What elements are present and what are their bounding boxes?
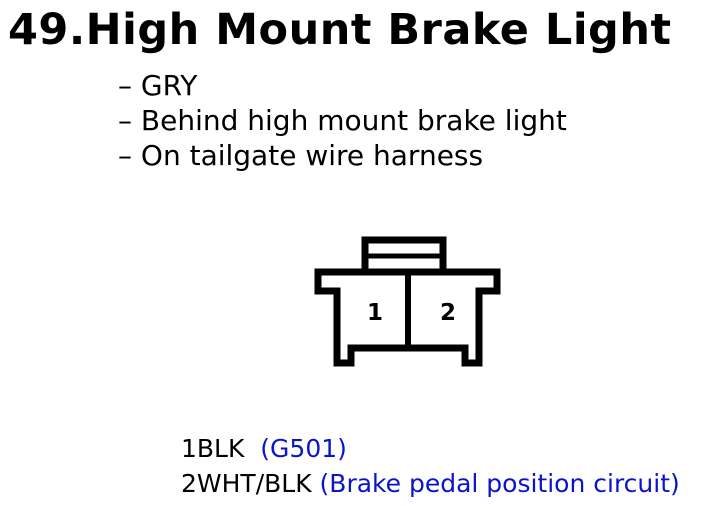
pin-list: 1BLK (G501) 2WHT/BLK (Brake pedal positi… <box>181 431 680 501</box>
pin-number-1: 1 <box>367 300 383 326</box>
connector-face-diagram: 1 2 <box>314 236 501 367</box>
pin-row-1: 1BLK (G501) <box>181 431 680 466</box>
connector-info-list: – GRY – Behind high mount brake light – … <box>118 68 567 173</box>
pin-1-circuit: (G501) <box>260 434 347 463</box>
pin-row-2: 2WHT/BLK (Brake pedal position circuit) <box>181 466 680 501</box>
info-location: – Behind high mount brake light <box>118 104 567 137</box>
info-harness: – On tailgate wire harness <box>118 139 484 172</box>
pin-2-circuit: (Brake pedal position circuit) <box>319 469 680 498</box>
info-color: – GRY <box>118 69 198 102</box>
pin-1-wire: 1BLK <box>181 434 245 463</box>
pin-number-2: 2 <box>440 300 456 326</box>
pin-2-wire: 2WHT/BLK <box>181 469 312 498</box>
page-title: 49.High Mount Brake Light <box>8 5 672 55</box>
